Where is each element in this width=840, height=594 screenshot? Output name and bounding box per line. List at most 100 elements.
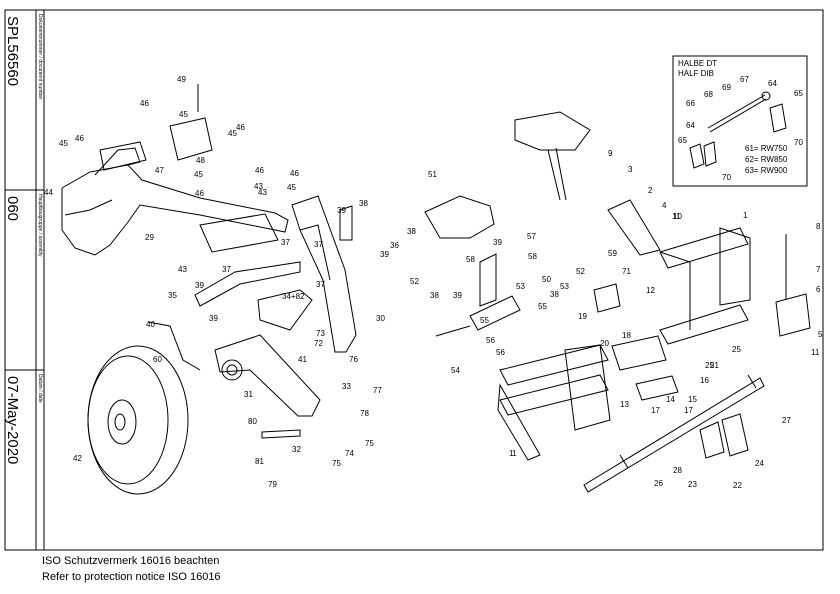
callout-label: 22 bbox=[733, 481, 742, 490]
callout-label: 46 bbox=[140, 99, 149, 108]
callout-label: 17 bbox=[651, 406, 660, 415]
callout-label: 81 bbox=[255, 457, 264, 466]
callout-label: 53 bbox=[560, 282, 569, 291]
callout-label: 80 bbox=[248, 417, 257, 426]
doc-number-value: SPL56560 bbox=[4, 16, 21, 86]
inset-callout: 68 bbox=[704, 90, 713, 99]
callout-label: 46 bbox=[255, 166, 264, 175]
callout-label: 71 bbox=[622, 267, 631, 276]
callout-label: 75 bbox=[332, 459, 341, 468]
callout-label: 75 bbox=[365, 439, 374, 448]
assembly-value: 060 bbox=[4, 196, 21, 221]
callout-label: 11 bbox=[672, 212, 681, 221]
callout-label: 43 bbox=[254, 182, 263, 191]
inset-callout: 64 bbox=[686, 121, 695, 130]
callout-label: 41 bbox=[298, 355, 307, 364]
right-assembly bbox=[424, 111, 811, 493]
callout-label: 57 bbox=[527, 232, 536, 241]
callout-label: 11 bbox=[811, 348, 820, 357]
callout-label: 19 bbox=[578, 312, 587, 321]
callout-label: 73 bbox=[316, 329, 325, 338]
callout-label: 1 bbox=[743, 211, 748, 220]
callout-label: 38 bbox=[407, 227, 416, 236]
callout-label: 39 bbox=[380, 250, 389, 259]
callout-label: 39 bbox=[453, 291, 462, 300]
callout-label: 46 bbox=[75, 134, 84, 143]
date-label: Datum / date bbox=[37, 374, 43, 403]
callout-label: 20 bbox=[600, 339, 609, 348]
inset-title-2: HALF DIB bbox=[678, 69, 714, 78]
callout-label: 33 bbox=[342, 382, 351, 391]
callout-label: 45 bbox=[228, 129, 237, 138]
callout-label: 16 bbox=[700, 376, 709, 385]
inset-title-1: HALBE DT bbox=[678, 59, 717, 68]
variant-rw900: 63= RW900 bbox=[745, 166, 788, 175]
callout-label: 56 bbox=[486, 336, 495, 345]
callout-label: 9 bbox=[608, 149, 613, 158]
callout-label: 10 bbox=[673, 212, 682, 221]
callout-label: 55 bbox=[480, 316, 489, 325]
callout-label: 44 bbox=[44, 188, 53, 197]
callout-label: 39 bbox=[195, 281, 204, 290]
callout-label: 12 bbox=[646, 286, 655, 295]
callout-label: 28 bbox=[673, 466, 682, 475]
callout-label: 76 bbox=[349, 355, 358, 364]
callout-label: 13 bbox=[620, 400, 629, 409]
callout-label: 26 bbox=[654, 479, 663, 488]
inset-callout: 69 bbox=[722, 83, 731, 92]
callout-label: 45 bbox=[287, 183, 296, 192]
callout-label: 58 bbox=[528, 252, 537, 261]
callout-label: 52 bbox=[410, 277, 419, 286]
callout-label: 46 bbox=[290, 169, 299, 178]
callout-label: 49 bbox=[177, 75, 186, 84]
callout-label: 46 bbox=[195, 189, 204, 198]
callout-label: 1 bbox=[512, 449, 517, 458]
callout-label: 18 bbox=[622, 331, 631, 340]
callout-label: 43 bbox=[258, 188, 267, 197]
callout-label: 37 bbox=[281, 238, 290, 247]
callout-label: 38 bbox=[359, 199, 368, 208]
callout-label: 45 bbox=[179, 110, 188, 119]
assembly-label: Hauptbaugruppe / assembly bbox=[37, 194, 43, 257]
callout-label: 35 bbox=[168, 291, 177, 300]
callout-label: 38 bbox=[550, 290, 559, 299]
inset-callout: 64 bbox=[768, 79, 777, 88]
callout-label: 47 bbox=[155, 166, 164, 175]
callout-label: 6 bbox=[816, 285, 821, 294]
callout-label: 34+82 bbox=[282, 292, 305, 301]
callout-label: 30 bbox=[376, 314, 385, 323]
callout-label: 2 bbox=[648, 186, 653, 195]
callout-label: 77 bbox=[373, 386, 382, 395]
callout-label: 4 bbox=[662, 201, 667, 210]
callout-label: 23 bbox=[688, 480, 697, 489]
inset-callout: 66 bbox=[686, 99, 695, 108]
callout-label: 51 bbox=[428, 170, 437, 179]
callout-label: 5 bbox=[818, 330, 823, 339]
callout-label: 39 bbox=[337, 206, 346, 215]
callout-label: 31 bbox=[244, 390, 253, 399]
left-assembly bbox=[61, 84, 357, 495]
callout-label: 74 bbox=[345, 449, 354, 458]
callout-label: 53 bbox=[516, 282, 525, 291]
callout-label: 45 bbox=[59, 139, 68, 148]
callout-label: 1 bbox=[509, 449, 514, 458]
callout-label: 36 bbox=[390, 241, 399, 250]
callout-label: 55 bbox=[538, 302, 547, 311]
callout-label: 50 bbox=[542, 275, 551, 284]
inset-callout: 70 bbox=[722, 173, 731, 182]
inset-callout: 67 bbox=[740, 75, 749, 84]
callout-label: 7 bbox=[816, 265, 821, 274]
callout-label: 78 bbox=[360, 409, 369, 418]
callout-label: 25 bbox=[732, 345, 741, 354]
callout-label: 8 bbox=[816, 222, 821, 231]
inset-half-dib: HALBE DT HALF DIB 61= RW750 62= RW850 63… bbox=[672, 55, 808, 187]
variant-rw850: 62= RW850 bbox=[745, 155, 788, 164]
callout-label: 27 bbox=[782, 416, 791, 425]
callout-label: 39 bbox=[493, 238, 502, 247]
callout-label: 37 bbox=[316, 280, 325, 289]
callout-label: 48 bbox=[196, 156, 205, 165]
callout-label: 15 bbox=[688, 395, 697, 404]
callout-label: 29 bbox=[145, 233, 154, 242]
